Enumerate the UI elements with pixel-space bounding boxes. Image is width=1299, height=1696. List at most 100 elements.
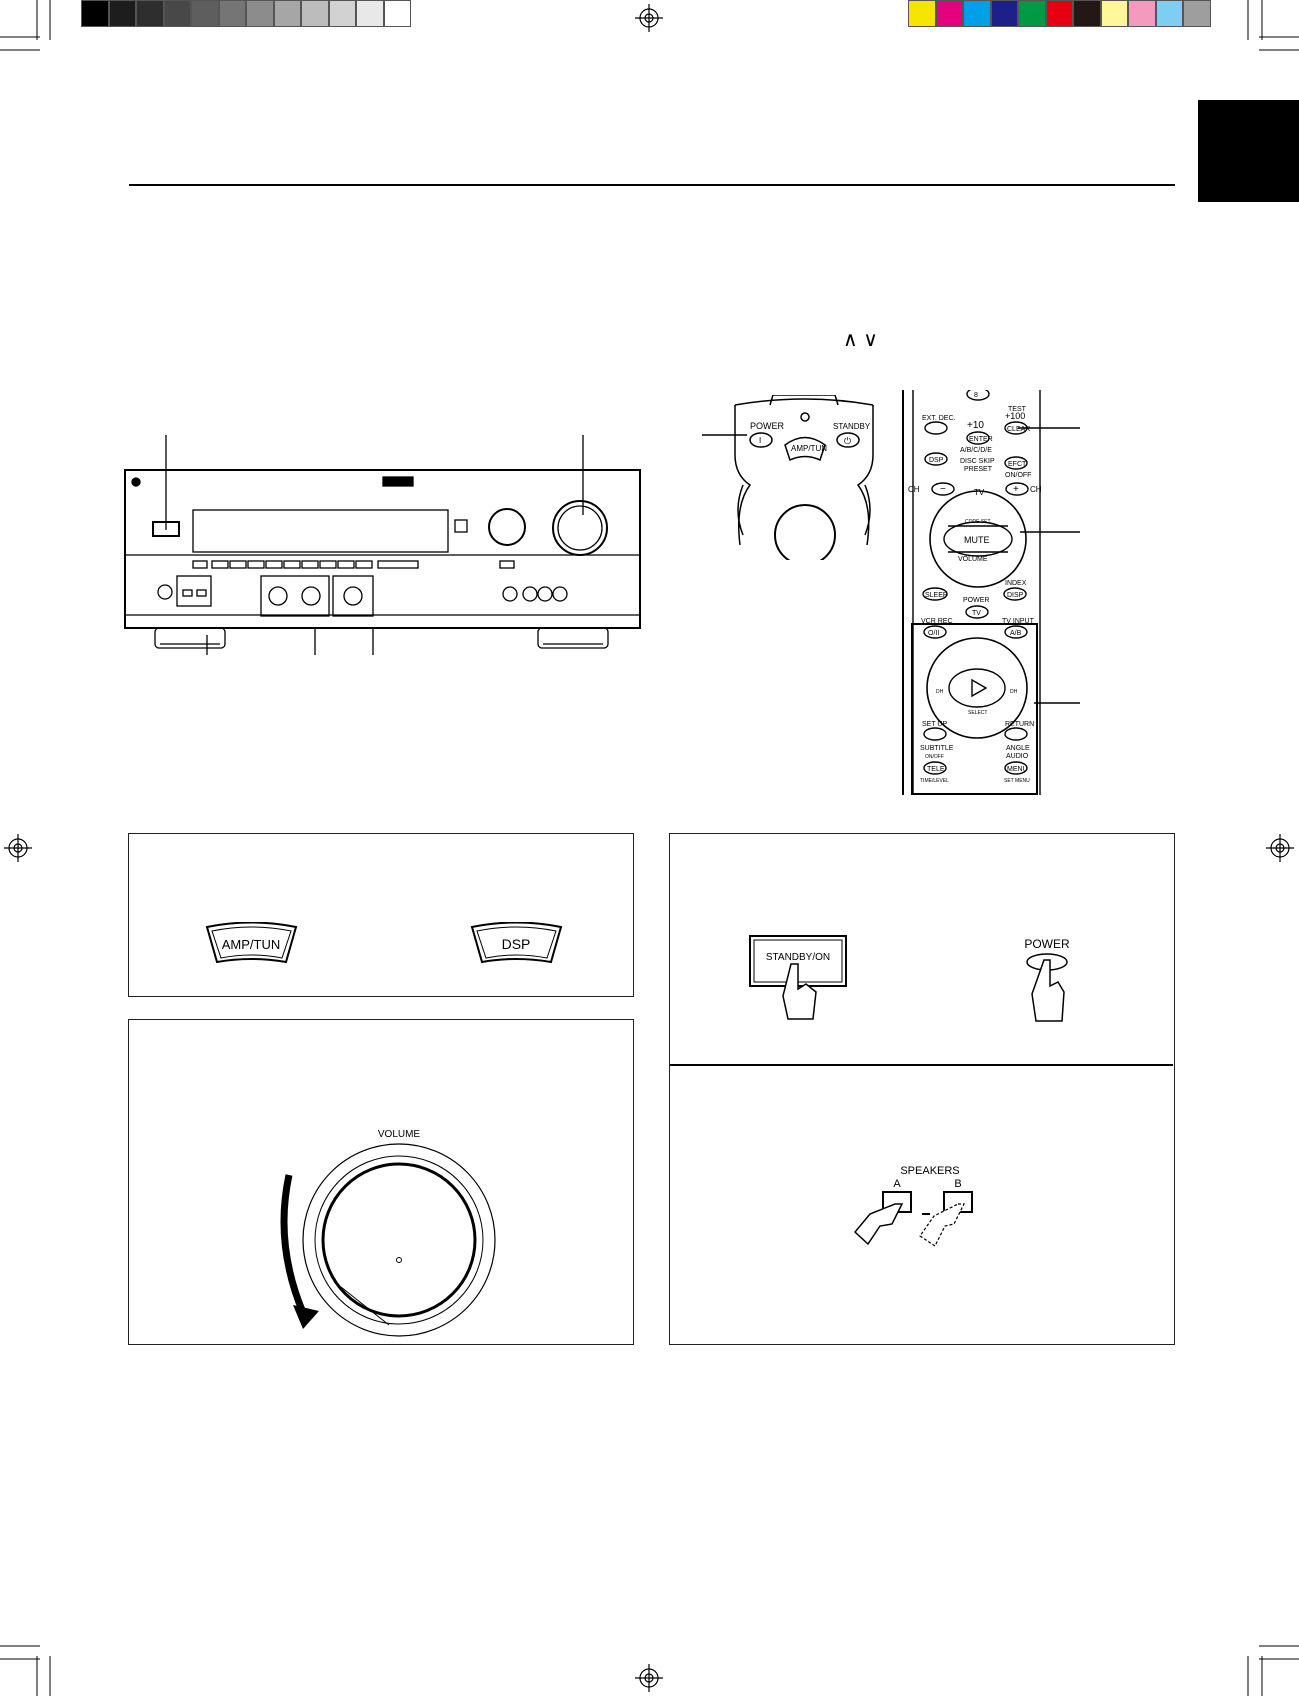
graybar-swatch xyxy=(191,0,219,27)
colorbar-swatch xyxy=(1155,0,1183,27)
colorbar-swatch xyxy=(1100,0,1128,27)
key-set-up: SET UP xyxy=(922,721,947,728)
key-select: SELECT xyxy=(968,710,987,716)
key-mute: MUTE xyxy=(964,535,990,545)
colorbar-swatch xyxy=(908,0,936,27)
nav-arrows-symbol: ∧ ∨ xyxy=(843,329,878,351)
speakers-buttons-illustration: SPEAKERS A B xyxy=(853,1165,973,1247)
key-tele: TELE xyxy=(927,766,945,773)
key-plus: + xyxy=(1013,484,1019,495)
colorbar-swatch xyxy=(1183,0,1211,27)
key-power-tv: TV xyxy=(972,610,981,617)
key-clear: CLEAR xyxy=(1007,426,1030,433)
key-return: RETURN xyxy=(1005,721,1034,728)
standby-on-button-illustration: STANDBY/ON xyxy=(749,935,847,1020)
key-tv: TV xyxy=(974,488,985,497)
key-vcr-rec: VCR REC xyxy=(921,618,953,625)
key-set-menu: SET MENU xyxy=(1004,778,1030,784)
key-ab: A/B xyxy=(1010,630,1022,637)
key-audio: AUDIO xyxy=(1006,753,1029,760)
amp-tun-button-label: AMP/TUN xyxy=(222,937,281,952)
amp-tun-button-illustration: AMP/TUN xyxy=(205,922,298,964)
graybar-swatch xyxy=(273,0,301,27)
key-volume: VOLUME xyxy=(958,556,988,563)
volume-knob-illustration: VOLUME xyxy=(280,1129,496,1337)
key-enter: ENTER xyxy=(969,436,993,443)
graybar-swatch xyxy=(136,0,164,27)
registration-target-bottom xyxy=(635,1664,663,1692)
power-button-illustration: POWER xyxy=(1024,937,1070,1022)
key-sleep: SLEEP xyxy=(925,592,948,599)
remote-power-label: POWER xyxy=(750,421,785,431)
remote-top-illustration: POWER I STANDBY ⏻ AMP/TUN xyxy=(702,395,874,560)
graybar-swatch xyxy=(356,0,384,27)
graybar-swatch xyxy=(246,0,274,27)
key-power-tv-label: POWER xyxy=(963,597,989,604)
header-rule xyxy=(129,184,1175,186)
key-angle: ANGLE xyxy=(1006,745,1030,752)
key-code-set: CODE SET xyxy=(965,519,991,525)
colorbar-swatch xyxy=(1018,0,1046,27)
speakers-label: SPEAKERS xyxy=(900,1165,959,1177)
dsp-button-illustration: DSP xyxy=(470,922,563,964)
key-skip-left: DH xyxy=(936,689,944,695)
remote-keypad-illustration: 8 TEST +100 EXT. DEC. +10 ENTER A/B/C/D/… xyxy=(902,390,1080,795)
key-disc-skip: DISC SKIP xyxy=(960,458,995,465)
graybar-swatch xyxy=(218,0,246,27)
input-select-panel: AMP/TUN DSP xyxy=(128,833,634,997)
remote-power-symbol: I xyxy=(759,436,761,445)
key-subtitle: SUBTITLE xyxy=(920,745,954,752)
key-skip-right: DH xyxy=(1010,689,1018,695)
remote-standby-symbol: ⏻ xyxy=(844,436,851,446)
key-subtitle-onoff: ON/OFF xyxy=(925,754,944,760)
key-vcr-symbol: O/II xyxy=(928,630,939,637)
graybar-swatch xyxy=(383,0,411,27)
remote-standby-label: STANDBY xyxy=(833,422,871,431)
key-ext-dec: EXT. DEC. xyxy=(922,415,956,422)
colorbar-swatch xyxy=(990,0,1018,27)
key-time-level: TIME/LEVEL xyxy=(920,778,949,784)
key-ch-left: CH xyxy=(908,485,920,494)
key-index: INDEX xyxy=(1005,580,1027,587)
receiver-front-panel-illustration xyxy=(124,435,641,655)
remote-amp-tun-label: AMP/TUN xyxy=(791,444,827,453)
power-button-label: POWER xyxy=(1024,937,1070,951)
volume-panel: VOLUME xyxy=(128,1019,634,1345)
key-ch-right: CH xyxy=(1030,485,1042,494)
key-plus100: +100 xyxy=(1005,411,1025,421)
key-plus10: +10 xyxy=(967,420,984,431)
key-test-label: TEST xyxy=(1008,406,1027,413)
panel-divider xyxy=(670,1064,1173,1066)
graybar-swatch xyxy=(328,0,356,27)
key-disp: DISP xyxy=(1007,592,1024,599)
speakers-b-label: B xyxy=(954,1178,961,1190)
volume-knob-label: VOLUME xyxy=(378,1129,421,1140)
dsp-button-label: DSP xyxy=(502,936,531,952)
graybar-swatch xyxy=(81,0,109,27)
colorbar-swatch xyxy=(935,0,963,27)
registration-target-top xyxy=(635,4,663,32)
registration-target-left xyxy=(4,834,32,862)
speakers-a-label: A xyxy=(893,1178,901,1190)
colorbar-swatch xyxy=(1073,0,1101,27)
key-preset: PRESET xyxy=(964,466,993,473)
key-8: 8 xyxy=(974,392,978,399)
graybar-swatch xyxy=(108,0,136,27)
registration-target-right xyxy=(1266,834,1294,862)
key-abcde: A/B/C/D/E xyxy=(960,447,992,454)
standby-on-label: STANDBY/ON xyxy=(766,952,830,963)
key-minus: − xyxy=(940,484,946,495)
key-tv-input: TV INPUT xyxy=(1002,618,1035,625)
colorbar-swatch xyxy=(1045,0,1073,27)
key-menu: MENU xyxy=(1007,766,1028,773)
power-speakers-panel: STANDBY/ON POWER SPEAKERS A B xyxy=(669,833,1175,1345)
key-dsp: DSP xyxy=(929,457,944,464)
chapter-tab xyxy=(1198,100,1299,202)
key-on-off: ON/OFF xyxy=(1005,472,1031,479)
colorbar-swatch xyxy=(963,0,991,27)
key-efct: EFCT xyxy=(1008,461,1027,468)
graybar-swatch xyxy=(301,0,329,27)
graybar-swatch xyxy=(163,0,191,27)
colorbar-swatch xyxy=(1128,0,1156,27)
